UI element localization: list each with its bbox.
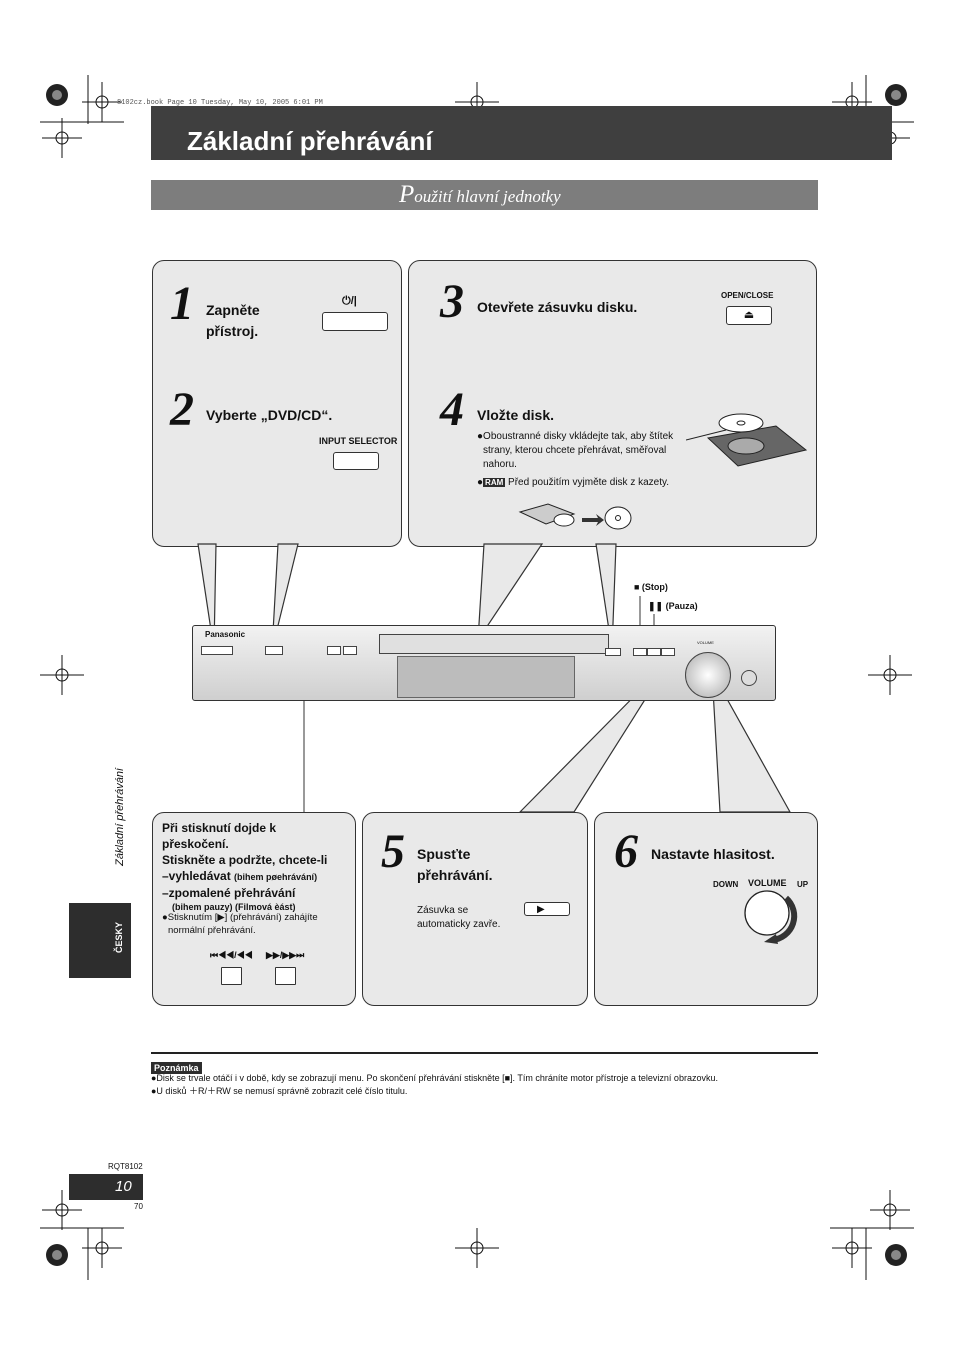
stop-callout: ■ (Stop) [634,582,668,592]
page-title: Základní přehrávání [187,126,433,156]
step-6-number: 6 [614,825,638,878]
model-number: RQT8102 [108,1162,143,1171]
volume-knob-illustration[interactable] [740,888,802,946]
device-input-selector-button[interactable] [265,646,283,655]
device-play-button[interactable] [661,648,675,656]
step-3-label: Otevřete zásuvku disku. [477,299,638,315]
section-title: Použití hlavní jednotky [399,181,561,208]
eject-icon: ⏏ [743,309,755,321]
skip-back-button[interactable] [221,967,242,985]
notes-label-wrap: Poznámka [151,1058,202,1076]
brand-logo: Panasonic [205,630,246,639]
skip-forward-button[interactable] [275,967,296,985]
device-skip-button-left[interactable] [327,646,341,655]
open-close-button[interactable]: ⏏ [726,306,772,325]
step-4-label: Vložte disk. [477,407,555,423]
step-4-bullet-2: ●RAM Před použitím vyjměte disk z kazety… [477,477,670,488]
step-4-number: 4 [440,383,464,436]
side-caption: Základní přehrávání [114,768,126,866]
notes-divider [151,1052,818,1054]
notes-label: Poznámka [151,1062,202,1074]
file-info-line: 8102cz.book Page 10 Tuesday, May 10, 200… [117,99,323,107]
play-icon: ▶ [537,904,545,915]
device-stop-button[interactable] [633,648,647,656]
volume-knob[interactable] [685,652,731,698]
open-close-label: OPEN/CLOSE [721,291,774,300]
volume-up-label: UP [797,880,809,889]
device-open-close-button[interactable] [605,648,621,656]
disc-tray-illustration [686,413,808,467]
ram-badge: RAM [483,478,506,487]
cartridge-disc-illustration [518,503,632,530]
volume-label: VOLUME [748,878,787,888]
step-2-number: 2 [170,383,194,436]
language-tab-label: ČESKY [114,922,124,954]
skip-panel-bullet: ●Stisknutím [▶] (přehrávání) zahájíte no… [162,912,318,936]
sub-page-number: 70 [134,1202,143,1211]
skip-panel-text: Při stisknutí dojde k přeskočení. Stiskn… [162,821,328,912]
language-tab [69,903,131,978]
page-number-box [69,1174,143,1200]
step-6-label: Nastavte hlasitost. [651,846,775,862]
device-skip-button-right[interactable] [343,646,357,655]
play-button[interactable]: ▶ [524,902,570,916]
center-flap [397,656,575,698]
step-4-bullet-1: ●Oboustranné disky vkládejte tak, aby št… [477,431,674,470]
volume-down-label: DOWN [713,880,739,889]
headphone-jack [741,670,757,686]
notes-text: ●Disk se trvale otáčí i v době, kdy se z… [151,1073,718,1096]
step-3-number: 3 [440,275,464,328]
input-selector-button[interactable] [333,452,379,470]
power-button-label: ⏻/| [342,295,357,307]
dvd-player-front: Panasonic VOLUME [192,625,776,701]
skip-panel [152,812,356,1006]
header-bar [151,106,892,160]
page-number: 10 [115,1178,132,1195]
step-1-number: 1 [170,277,194,330]
step-5-number: 5 [381,825,405,878]
color-target-mark [46,84,907,1266]
device-volume-label: VOLUME [697,640,714,645]
pause-callout: ❚❚ (Pauza) [648,601,698,611]
skip-back-label: ⏮◀◀/◀◀ [210,950,253,960]
device-pause-button[interactable] [647,648,661,656]
disc-tray-slot[interactable] [379,634,609,654]
input-selector-label: INPUT SELECTOR [319,436,398,446]
skip-forward-label: ▶▶/▶▶⏭ [266,950,305,960]
steps-1-2-panel [152,260,402,547]
section-bar [151,180,818,210]
power-button[interactable] [322,312,388,331]
step-2-label: Vyberte „DVD/CD“. [206,407,333,423]
device-power-button[interactable] [201,646,233,655]
